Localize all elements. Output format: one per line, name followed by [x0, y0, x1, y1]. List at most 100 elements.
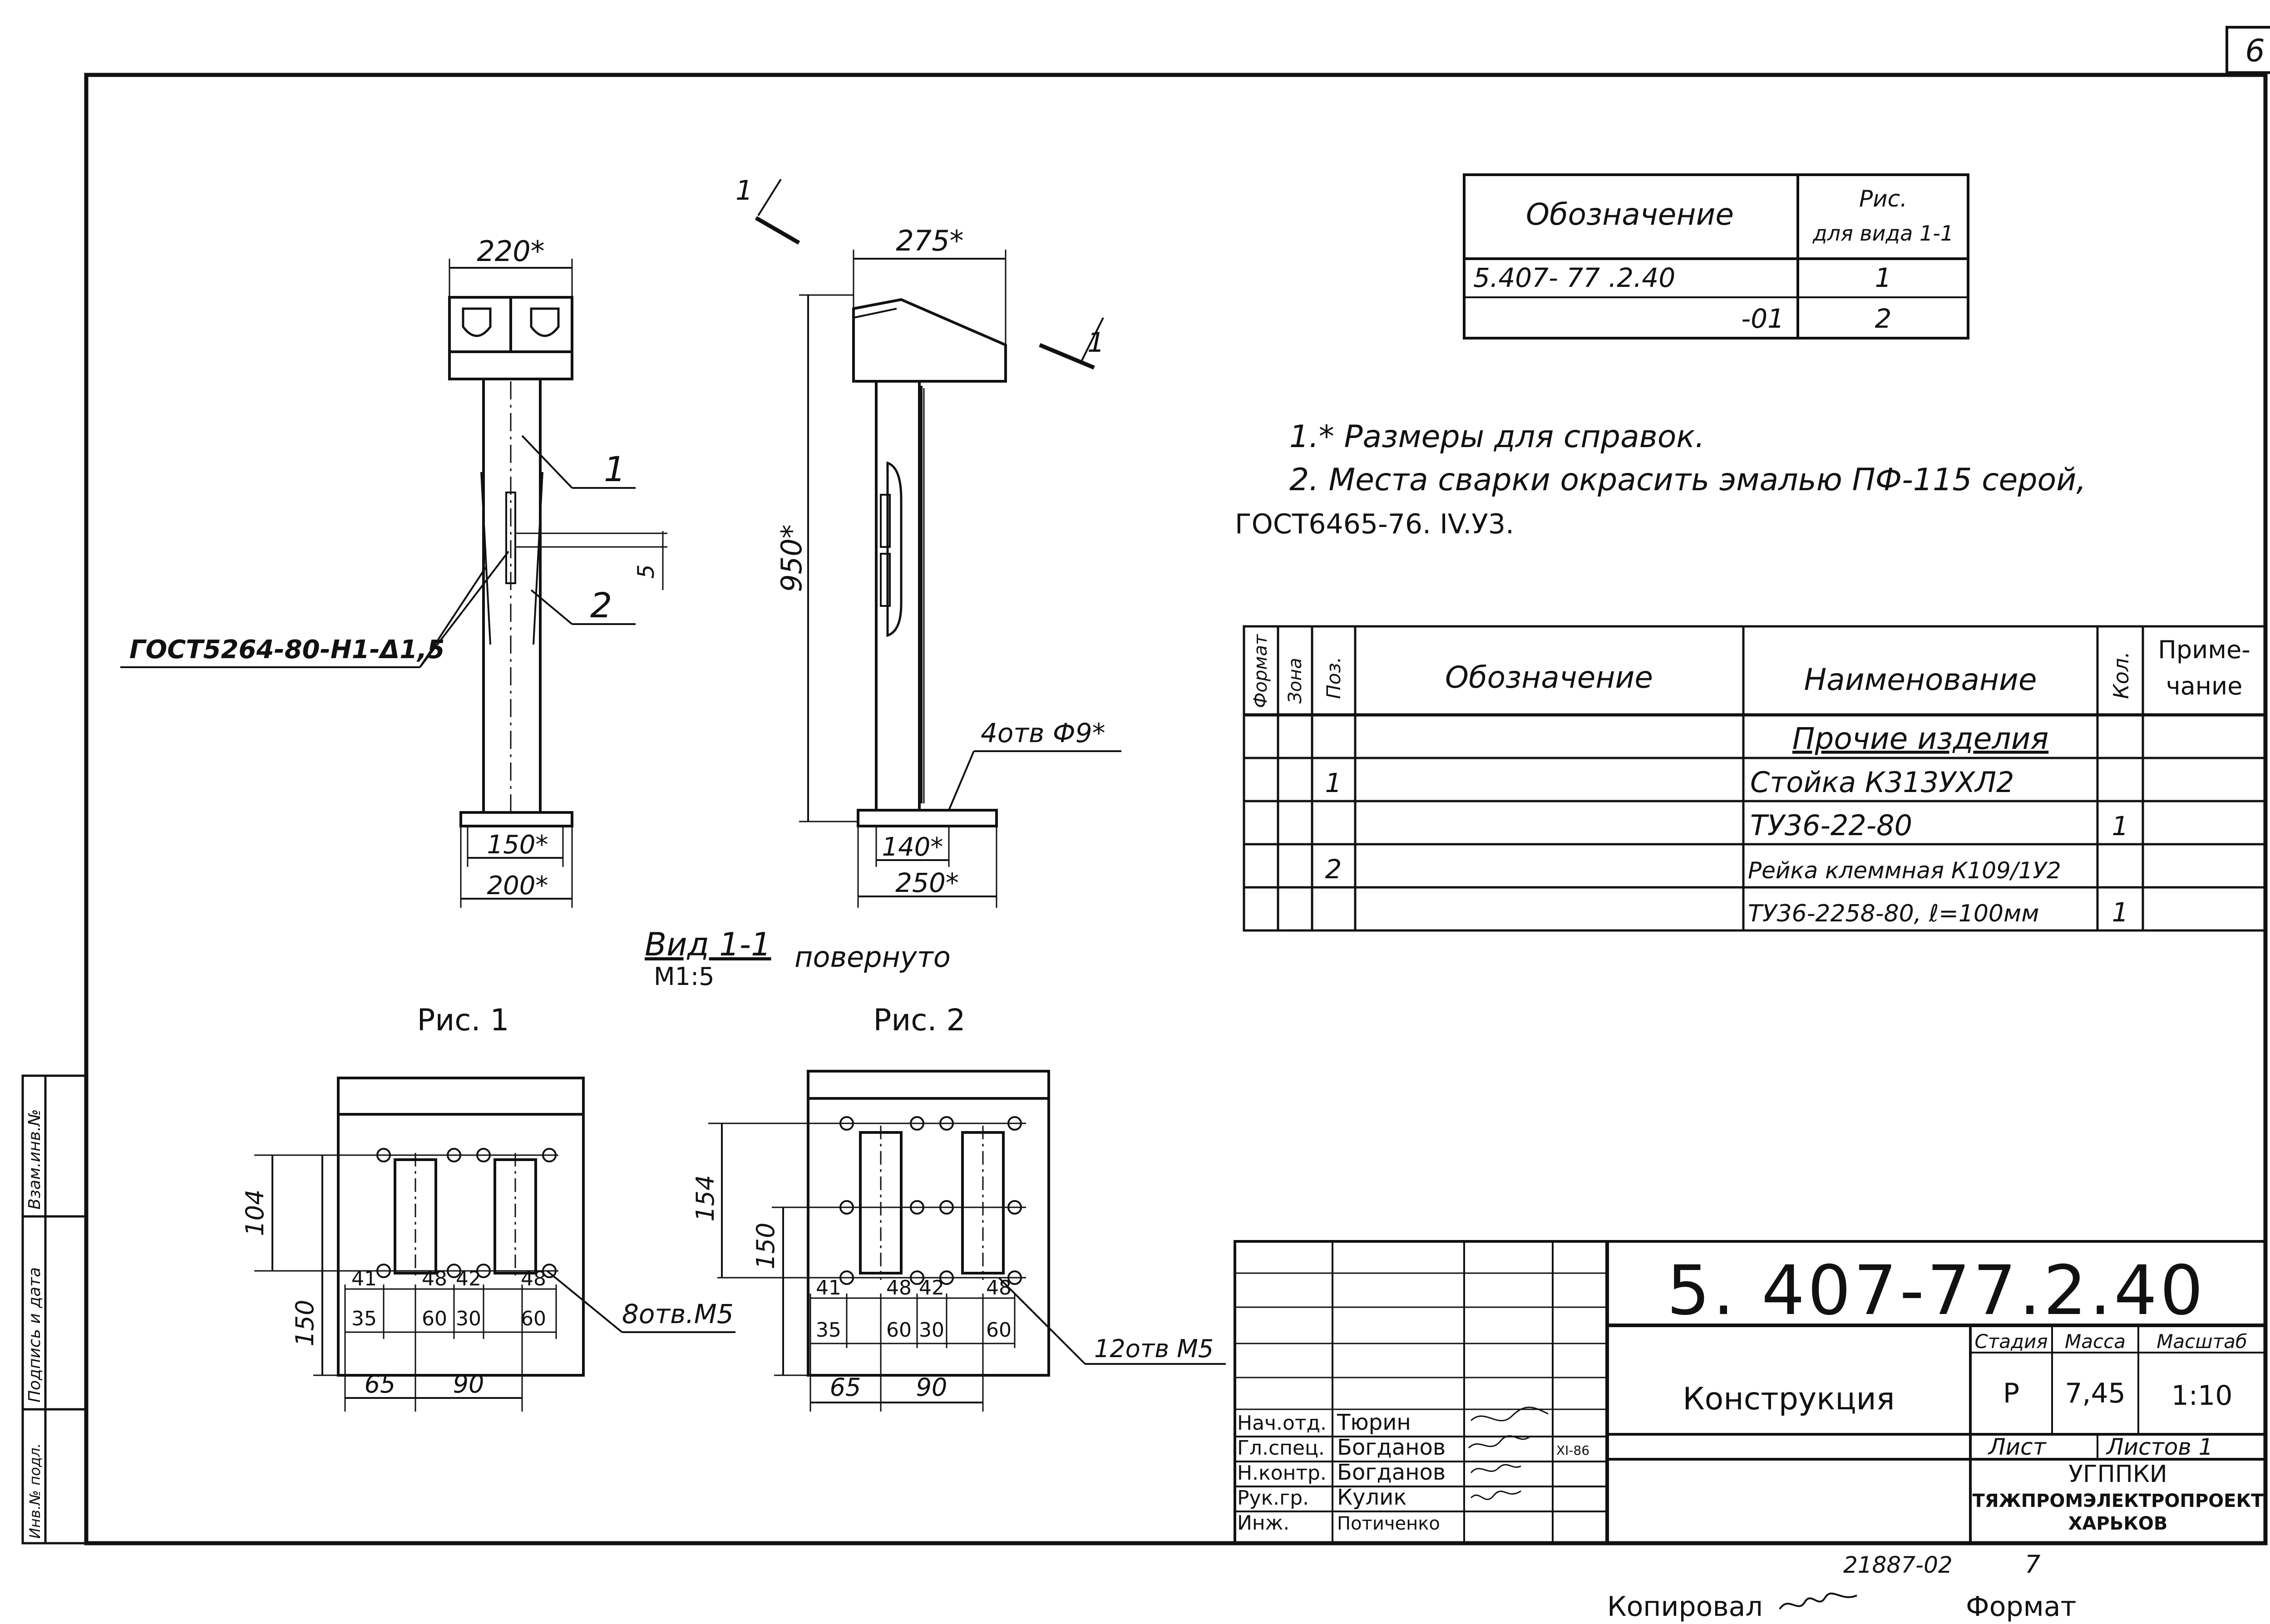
section-mark-right: 1: [1087, 327, 1105, 359]
fig2-dim-30: 30: [919, 1319, 944, 1342]
fig2-holes: [839, 1116, 1022, 1285]
signature-scribbles: [1468, 1407, 1549, 1500]
staff-name-2: Богданов: [1337, 1435, 1446, 1460]
footer-number: 21887-02: [1843, 1552, 1953, 1578]
view-title-label: Вид 1-1: [645, 926, 771, 963]
fig1-dim-42: 42: [456, 1267, 481, 1290]
spec-col-zone: Зона: [1285, 658, 1306, 704]
fig2-plate: [708, 1070, 1226, 1412]
spec-row2-name: ТУ36-22-80: [1750, 809, 1912, 842]
side-view: [755, 178, 1121, 908]
copier-signature: [1779, 1592, 1857, 1610]
spec-col-designation: Обозначение: [1445, 660, 1653, 695]
footer-copied: Копировал: [1607, 1591, 1763, 1623]
scale-label: Масштаб: [2156, 1330, 2247, 1353]
fig1-dim-60a: 60: [422, 1307, 447, 1330]
weld-note: ГОСТ5264-80-Н1-Δ1,5: [129, 635, 444, 664]
fig1-holes: [376, 1148, 557, 1278]
fig1-holes-note: 8отв.М5: [622, 1299, 734, 1329]
front-dim-small: 5: [633, 564, 659, 579]
stage-value: Р: [2003, 1378, 2019, 1409]
fig1-dim-65: 65: [365, 1370, 396, 1398]
sheets-label: Листов 1: [2106, 1434, 2213, 1460]
side-dim-top: 275*: [896, 224, 963, 257]
ref-table-grid: [1463, 173, 1969, 340]
front-view: [120, 259, 667, 908]
mass-value: 7,45: [2065, 1378, 2126, 1409]
fig2-holes-note: 12отв М5: [1094, 1334, 1214, 1363]
view-title-rotated: повернуто: [794, 940, 951, 974]
leader-label-2: 2: [590, 585, 612, 625]
ref-row2-fig: 2: [1875, 303, 1892, 334]
sheet-number: 6: [2245, 33, 2265, 69]
stage-label: Стадия: [1974, 1330, 2048, 1353]
sheet-label: Лист: [1988, 1434, 2047, 1460]
fig2-dim-154: 154: [691, 1175, 720, 1221]
side-dim-base-outer: 250*: [895, 867, 959, 898]
fig2-dim-90: 90: [916, 1373, 947, 1402]
ref-col-view: для вида 1-1: [1812, 221, 1954, 246]
doc-name: Конструкция: [1683, 1381, 1895, 1417]
spec-row1-name: Стойка К313УХЛ2: [1750, 766, 2014, 799]
ref-row1-designation: 5.407- 77 .2.40: [1473, 262, 1675, 293]
spec-row4-qty: 1: [2112, 897, 2129, 928]
ref-col-designation: Обозначение: [1526, 197, 1734, 232]
footer-page: 7: [2025, 1550, 2040, 1579]
fig2-dim-35: 35: [816, 1319, 841, 1342]
fig2-dim-65: 65: [830, 1373, 861, 1402]
fig2-title: Рис. 2: [873, 1003, 966, 1038]
staff-role-5: Инж.: [1237, 1511, 1289, 1535]
fig2-dim-60b: 60: [986, 1319, 1012, 1342]
side-dim-base-inner: 140*: [882, 832, 943, 862]
view-title-scale: М1:5: [654, 962, 715, 991]
staff-name-3: Богданов: [1337, 1460, 1446, 1485]
fig2-dim-48b: 48: [986, 1276, 1012, 1299]
fig2-dim-42: 42: [919, 1276, 944, 1299]
note-2: 2. Места сварки окрасить эмалью ПФ-115 с…: [1289, 462, 2086, 498]
spec-row4-name: ТУ36-2258-80, ℓ=100мм: [1748, 900, 2039, 927]
section-mark-top: 1: [735, 175, 753, 207]
footer-format: Формат: [1966, 1591, 2076, 1623]
fig1-dim-60b: 60: [521, 1307, 546, 1330]
staff-name-1: Тюрин: [1337, 1410, 1411, 1435]
fig2-dim-41: 41: [816, 1276, 841, 1299]
spec-row3-pos: 2: [1325, 854, 1342, 885]
approval-date: XI-86: [1556, 1443, 1589, 1458]
fig1-dim-35: 35: [351, 1307, 377, 1330]
spec-col-note-1: Приме-: [2158, 635, 2250, 664]
fig2-dim-60a: 60: [886, 1319, 912, 1342]
spec-table-grid: [1243, 625, 2267, 932]
front-dim-bottom-outer: 200*: [487, 871, 548, 901]
spec-row1-pos: 1: [1325, 768, 1342, 798]
spec-col-format: Формат: [1250, 634, 1271, 708]
fig1-dim-48a: 48: [422, 1267, 447, 1290]
spec-col-pos: Поз.: [1323, 657, 1345, 699]
ref-col-fig: Рис.: [1859, 186, 1907, 212]
spec-row2-qty: 1: [2112, 811, 2129, 842]
spec-col-qty: Кол.: [2109, 651, 2133, 699]
staff-name-5: Потиченко: [1337, 1513, 1440, 1534]
spec-col-name: Наименование: [1804, 662, 2037, 697]
spec-section-title: Прочие изделия: [1792, 721, 2048, 756]
doc-number: 5. 407-77.2.40: [1667, 1251, 2206, 1330]
fig1-dim-30: 30: [456, 1307, 481, 1330]
side-stamp-inventory: Инв.№ подл.: [26, 1443, 44, 1539]
staff-role-3: Н.контр.: [1237, 1462, 1327, 1485]
org-name-2: ТЯЖПРОМЭЛЕКТРОПРОЕКТ: [1973, 1491, 2264, 1511]
fig1-dim-104: 104: [241, 1189, 269, 1236]
org-name-3: ХАРЬКОВ: [2068, 1513, 2168, 1534]
leader-label-1: 1: [604, 449, 626, 489]
note-1: 1.* Размеры для справок.: [1289, 419, 1705, 455]
front-dim-top: 220*: [477, 235, 544, 268]
scale-value: 1:10: [2171, 1380, 2233, 1412]
sheet-number-box: [2226, 26, 2270, 74]
side-stamp-signature: Подпись и дата: [25, 1267, 44, 1403]
fig1-dim-41: 41: [351, 1267, 377, 1290]
side-holes-note: 4отв Ф9*: [981, 718, 1105, 748]
staff-role-4: Рук.гр.: [1237, 1486, 1309, 1510]
staff-role-2: Гл.спец.: [1237, 1437, 1325, 1460]
side-stamp-replace: Взам.инв.№: [25, 1109, 44, 1210]
fig1-plate: [254, 1077, 735, 1412]
staff-role-1: Нач.отд.: [1237, 1412, 1327, 1435]
